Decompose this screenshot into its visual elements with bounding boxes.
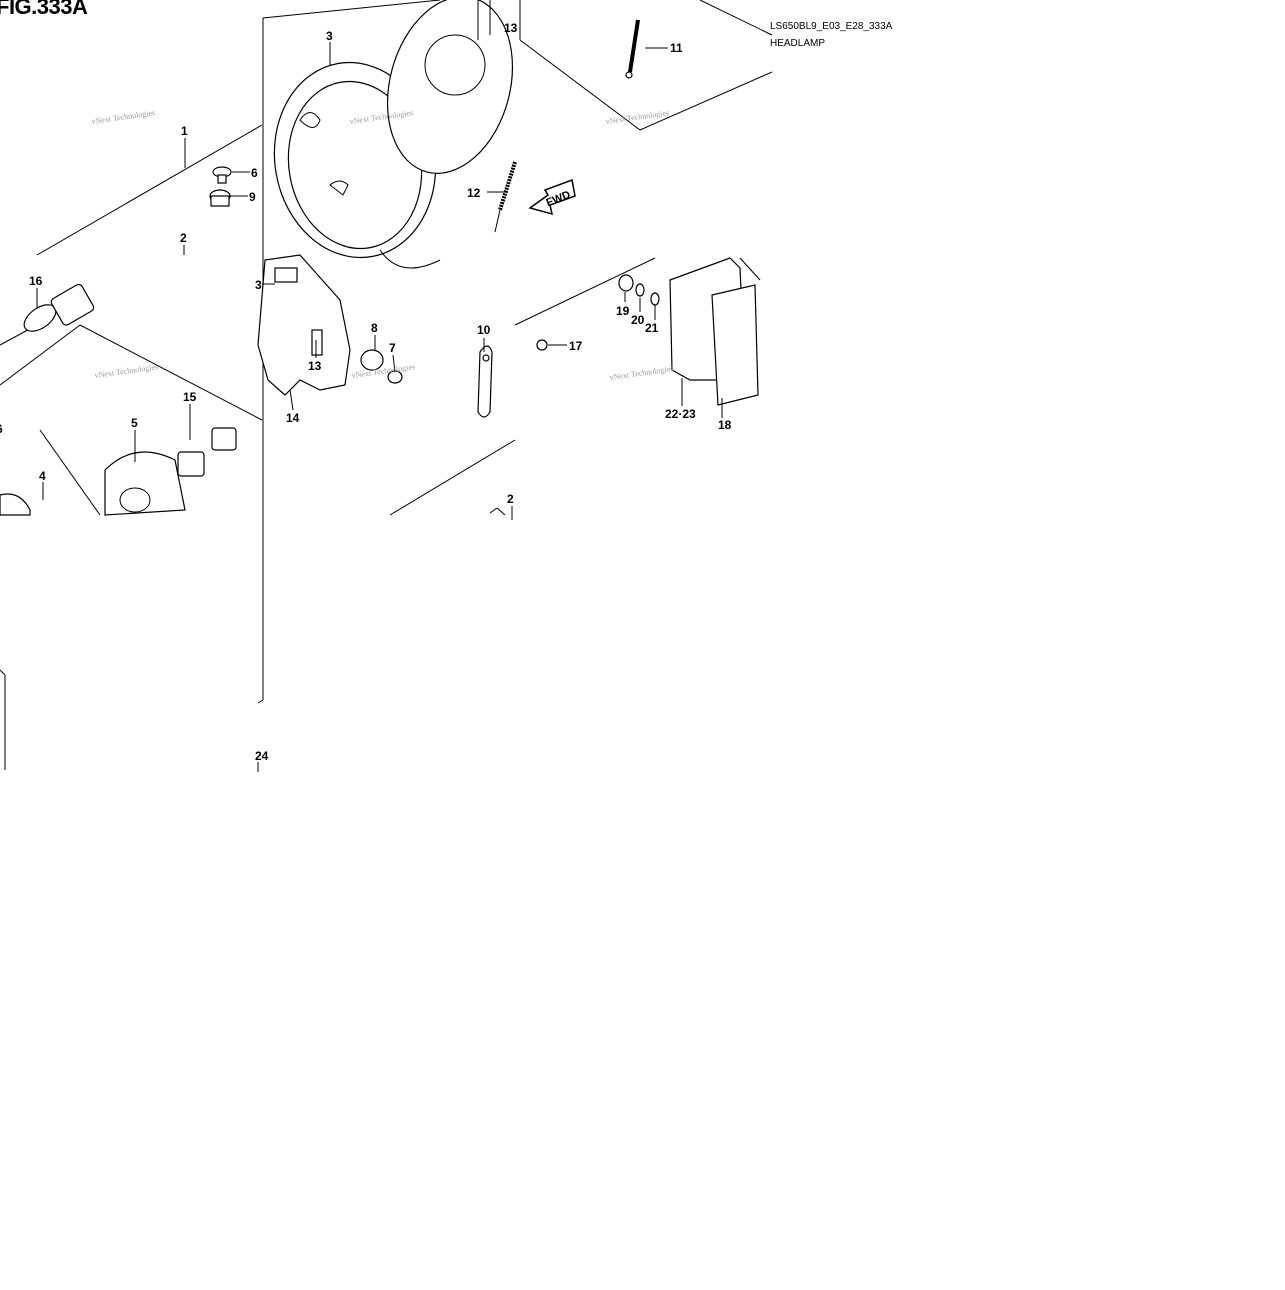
callout-15: 15: [183, 390, 197, 404]
callout-9: 9: [249, 190, 256, 204]
headlamp-bulb: [23, 283, 95, 332]
cushion-8: [360, 349, 384, 371]
stay-10: [477, 345, 493, 418]
figure-name: HEADLAMP: [770, 38, 826, 49]
callout-2-bottom: 2: [507, 492, 514, 506]
headlamp-bracket: [257, 254, 351, 396]
callout-4: 4: [39, 469, 46, 483]
callout-8: 8: [371, 321, 378, 335]
washer-21: [650, 292, 660, 306]
callout-1: 1: [181, 124, 188, 138]
watermark: vNext Technologies: [94, 362, 159, 380]
figure-code: LS650BL9_E03_E28_333A: [770, 21, 893, 32]
callout-13-bracket: 13: [308, 359, 322, 373]
headlamp-lens-unit: [386, 0, 514, 174]
screw-11: [625, 19, 640, 79]
reflector-housing: [669, 257, 759, 406]
bolt-17: [536, 339, 548, 351]
watermark: vNext Technologies: [351, 362, 416, 380]
nut-19: [618, 274, 634, 292]
washer-20: [635, 283, 645, 297]
fwd-arrow: FWD: [528, 178, 576, 216]
callout-10: 10: [477, 323, 491, 337]
callout-2-left: 2: [180, 231, 187, 245]
frame-lines: [0, 0, 773, 770]
callout-20: 20: [631, 313, 645, 327]
callout-6: 6: [251, 166, 258, 180]
callout-labels: 3 13 11 1 6 9 12 2 16 3 8 7 13 10 17 19 …: [0, 21, 732, 763]
screw-6: [212, 166, 232, 184]
callout-24: 24: [255, 749, 269, 763]
callout-6-partial: 6: [0, 422, 3, 436]
callout-3-bracket: 3: [255, 278, 262, 292]
figure-title: FIG.333A: [0, 0, 88, 19]
callout-16: 16: [29, 274, 43, 288]
spring-12: [494, 161, 517, 233]
grommet-9: [209, 189, 231, 207]
coupler-15: [177, 427, 237, 477]
callout-3-rim: 3: [326, 29, 333, 43]
callout-22-23: 22·23: [665, 407, 696, 421]
callout-13-top: 13: [504, 21, 518, 35]
callout-14: 14: [286, 411, 300, 425]
callout-21: 21: [645, 321, 659, 335]
callout-12: 12: [467, 186, 481, 200]
part-4: [0, 493, 31, 516]
leader-lines: [36, 42, 723, 772]
socket-5: [104, 451, 186, 516]
callout-11: 11: [670, 41, 683, 55]
callout-7: 7: [389, 341, 396, 355]
callout-5: 5: [131, 416, 138, 430]
watermark: vNext Technologies: [91, 108, 156, 126]
callout-19: 19: [616, 304, 630, 318]
callout-17: 17: [569, 339, 583, 353]
watermark: vNext Technologies: [609, 364, 674, 382]
callout-18: 18: [718, 418, 732, 432]
